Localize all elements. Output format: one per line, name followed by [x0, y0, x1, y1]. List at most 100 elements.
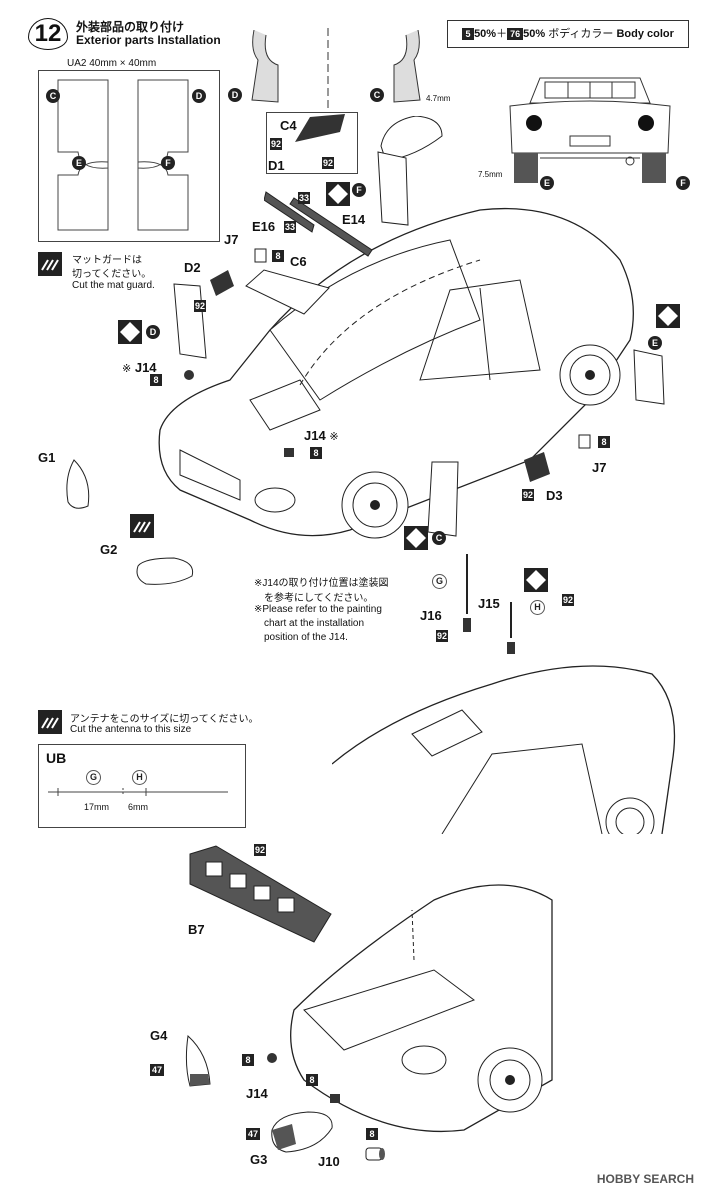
part-g3-label: G3	[250, 1152, 268, 1167]
mudguard-c-drawing	[393, 30, 421, 103]
part-j10-label: J10	[318, 1154, 340, 1169]
color-8-j10: 8	[366, 1128, 378, 1140]
antenna-template-box	[38, 744, 246, 828]
part-d3-shape	[524, 452, 550, 482]
marker-d-template: D	[192, 89, 206, 103]
roof-car-drawing	[332, 665, 676, 834]
part-c4-label: C4	[280, 118, 297, 133]
marker-g-antenna: G	[432, 574, 447, 589]
marker-d-left: D	[146, 325, 160, 339]
color-label-jp: ボディカラー	[548, 28, 614, 40]
cut-tool-icon-front	[130, 514, 154, 538]
antenna-box-label: UB	[46, 750, 67, 766]
color-8-j7-right: 8	[598, 436, 610, 448]
marker-e-right: E	[648, 336, 662, 350]
antenna-len-g: 17mm	[84, 802, 110, 812]
color-92-b7: 92	[254, 844, 266, 856]
rear-car-drawing	[290, 884, 553, 1133]
mudguard-template-box	[38, 70, 220, 242]
part-g1-shape	[66, 459, 90, 509]
marker-h-antenna: H	[530, 600, 545, 615]
part-j14-shape-rear-a	[267, 1053, 277, 1063]
marker-f-template: F	[161, 156, 175, 170]
step-title-en: Exterior parts Installation	[76, 33, 221, 47]
part-j7-shape-right	[578, 434, 591, 449]
color-pct-a: 50%	[474, 28, 497, 40]
front-car-drawing	[158, 207, 634, 539]
mudguard-template-label: UA2 40mm × 40mm	[64, 58, 160, 69]
part-j14-shape-rear-b	[330, 1094, 340, 1103]
mudguard-f-drawing	[377, 151, 409, 226]
part-j14-label-left: ※ J14	[122, 360, 157, 375]
part-d3-label: D3	[546, 488, 563, 503]
j14-note-en3: position of the J14.	[264, 632, 348, 643]
mat-guard-note-en: Cut the mat guard.	[72, 280, 155, 291]
dim-d-rear: 4.7mm	[426, 94, 451, 103]
marker-f-front: F	[352, 183, 366, 197]
part-j15-label: J15	[478, 596, 500, 611]
color-8-j7-top: 8	[272, 250, 284, 262]
antenna-box-h: H	[132, 770, 147, 785]
diamond-d	[118, 320, 142, 344]
part-j7-label-top: J7	[224, 232, 239, 247]
mudguard-e-right	[633, 349, 665, 405]
j14-center-text: J14	[304, 428, 326, 443]
part-b7-wing	[189, 845, 332, 943]
color-33-top: 33	[298, 192, 310, 204]
color-8-j14-left: 8	[150, 374, 162, 386]
part-j14-label-rear: J14	[246, 1086, 268, 1101]
marker-c-bottom: C	[432, 531, 446, 545]
part-c6-shape	[245, 269, 330, 315]
j14-left-text: J14	[134, 360, 157, 375]
part-g2-shape	[136, 557, 194, 585]
color-8-rear-a: 8	[242, 1054, 254, 1066]
part-g2-label: G2	[100, 542, 118, 557]
j14-note-en2: chart at the installation	[264, 618, 365, 629]
color-92-j15: 92	[562, 594, 574, 606]
step-number: 12	[28, 18, 68, 50]
rear-view-car	[509, 77, 671, 183]
diamond-f	[326, 182, 350, 206]
color-code-a: 5	[462, 28, 475, 41]
mudguard-d-drawing	[251, 30, 279, 103]
step-title-jp: 外装部品の取り付け	[76, 20, 185, 34]
cut-tool-icon	[38, 252, 62, 276]
diamond-c	[404, 526, 428, 550]
part-e16-label: E16	[252, 219, 276, 234]
color-92-d3: 92	[522, 489, 534, 501]
part-b7-label: B7	[188, 922, 205, 937]
j14-star-left: ※	[122, 363, 132, 375]
antenna-box-g: G	[86, 770, 101, 785]
dim-e-rear: 7.5mm	[478, 170, 503, 179]
color-92-c4: 92	[270, 138, 282, 150]
part-j14-shape-center	[284, 448, 294, 457]
color-8-j14-center: 8	[310, 447, 322, 459]
color-47-g3: 47	[246, 1128, 260, 1140]
color-92-d-left: 92	[194, 300, 206, 312]
j14-star-right: ※	[329, 431, 339, 443]
part-e14-label: E14	[342, 212, 366, 227]
part-g4-shape	[185, 1035, 211, 1087]
c4-d1-box	[266, 112, 358, 174]
part-j16-label: J16	[420, 608, 442, 623]
antenna-note-en: Cut the antenna to this size	[70, 724, 192, 735]
marker-e-rear: E	[540, 176, 554, 190]
part-d1-label: D1	[268, 158, 285, 173]
j14-note-en1: ※Please refer to the painting	[254, 604, 382, 615]
part-c6-label: C6	[290, 254, 307, 269]
cut-tool-icon-antenna	[38, 710, 62, 734]
color-label-en: Body color	[616, 28, 674, 40]
antenna-note-jp: アンテナをこのサイズに切ってください。	[70, 714, 259, 725]
diamond-h	[524, 568, 548, 592]
part-g1-label: G1	[38, 450, 56, 465]
watermark: HOBBY SEARCH	[596, 1172, 694, 1186]
marker-c-top: C	[370, 88, 384, 102]
mudguard-d-left	[173, 283, 207, 359]
marker-c-template: C	[46, 89, 60, 103]
j14-note-jp2: を参考にしてください。	[264, 593, 374, 604]
color-plus: ＋	[496, 28, 508, 40]
diamond-e	[656, 304, 680, 328]
part-g3-shape	[271, 1111, 333, 1153]
color-pct-b: 50%	[523, 28, 546, 40]
